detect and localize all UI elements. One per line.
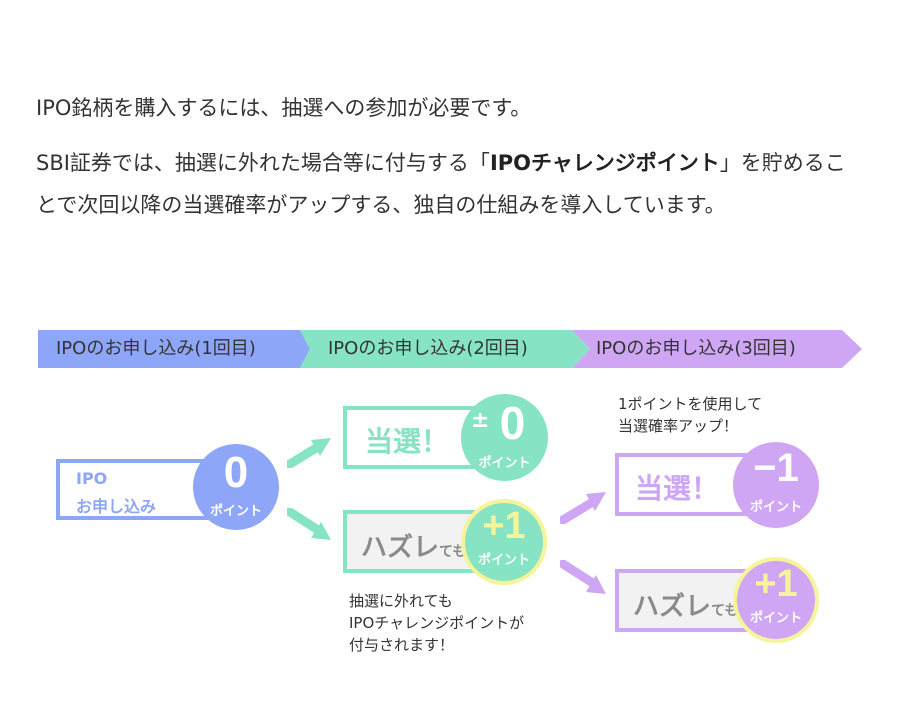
round1-lose-label: ハズレても: [361, 527, 466, 564]
round1-lose-points-value: +1: [482, 505, 526, 547]
step-1-label: IPOのお申し込み(1回目): [56, 338, 256, 359]
arrow-down-right-icon: [560, 560, 606, 594]
step-3-chevron: [572, 330, 862, 368]
round1-lose-text: ハズレ: [361, 533, 440, 563]
step-2: IPOのお申し込み(2回目): [300, 330, 590, 368]
step-3-label: IPOのお申し込み(3回目): [596, 338, 796, 359]
round1-note-line-3: 付与されます！: [349, 636, 455, 654]
round1-win-points-unit: ポイント: [478, 456, 531, 471]
intro-line-2-post: 」を貯めることで次回以降の当選確率がアップする、独自の仕組みを導入しています。: [36, 151, 846, 217]
round2-lose-points-circle: +1 ポイント: [733, 557, 819, 643]
round2-lose-suffix: ても: [711, 603, 739, 619]
arrow-up-right-icon: [287, 438, 331, 468]
round2-note: 1ポイントを使用して 当選確率アップ！: [618, 393, 762, 437]
start-points-unit: ポイント: [209, 504, 262, 519]
ipo-challenge-point-term: IPOチャレンジポイント: [489, 151, 720, 175]
round1-lose-suffix: ても: [439, 544, 467, 560]
intro-line-1: IPO銘柄を購入するには、抽選への参加が必要です。: [36, 96, 532, 120]
step-3: IPOのお申し込み(3回目): [572, 330, 862, 368]
round2-win-points-circle: −1 ポイント: [733, 442, 819, 528]
round1-note-line-1: 抽選に外れても: [349, 592, 453, 610]
round1-win-points-circle: ± 0 ポイント: [461, 394, 548, 481]
round1-lose-points-circle: +1 ポイント: [461, 499, 547, 585]
round2-lose-label: ハズレても: [633, 586, 738, 623]
step-2-chevron: [300, 330, 590, 368]
round1-lose-points-unit: ポイント: [477, 553, 530, 568]
round1-note-line-2: IPOチャレンジポイントが: [349, 614, 525, 632]
round2-note-line-1: 1ポイントを使用して: [618, 395, 763, 413]
intro-line-2: SBI証券では、抽選に外れた場合等に付与する「IPOチャレンジポイント」を貯める…: [36, 142, 856, 226]
round2-win-points-unit: ポイント: [749, 500, 802, 515]
start-label-ipo: IPO: [76, 469, 108, 488]
round2-win-points-value: −1: [753, 446, 799, 490]
step-2-label: IPOのお申し込み(2回目): [328, 338, 528, 359]
step-1-chevron: [38, 330, 310, 368]
round2-note-line-2: 当選確率アップ！: [618, 417, 739, 435]
round2-win-label: 当選！: [635, 472, 720, 505]
round1-win-label: 当選！: [365, 425, 450, 458]
plus-minus-icon: ±: [471, 408, 490, 433]
start-points-value: 0: [223, 448, 249, 497]
start-points-circle: 0 ポイント: [193, 444, 279, 530]
start-application-box: IPO お申し込み: [56, 459, 216, 520]
round2-lose-text: ハズレ: [633, 592, 712, 622]
intro-line-2-pre: SBI証券では、抽選に外れた場合等に付与する「: [36, 151, 490, 175]
step-1: IPOのお申し込み(1回目): [38, 330, 310, 368]
round2-lose-points-value: +1: [754, 563, 798, 605]
round2-lose-points-unit: ポイント: [749, 611, 802, 626]
arrow-down-right-icon: [287, 508, 331, 540]
round1-win-points-value: 0: [499, 397, 526, 449]
round1-note: 抽選に外れても IPOチャレンジポイントが 付与されます！: [349, 590, 524, 656]
start-label-apply: お申し込み: [76, 497, 157, 516]
arrow-up-right-icon: [560, 492, 606, 524]
